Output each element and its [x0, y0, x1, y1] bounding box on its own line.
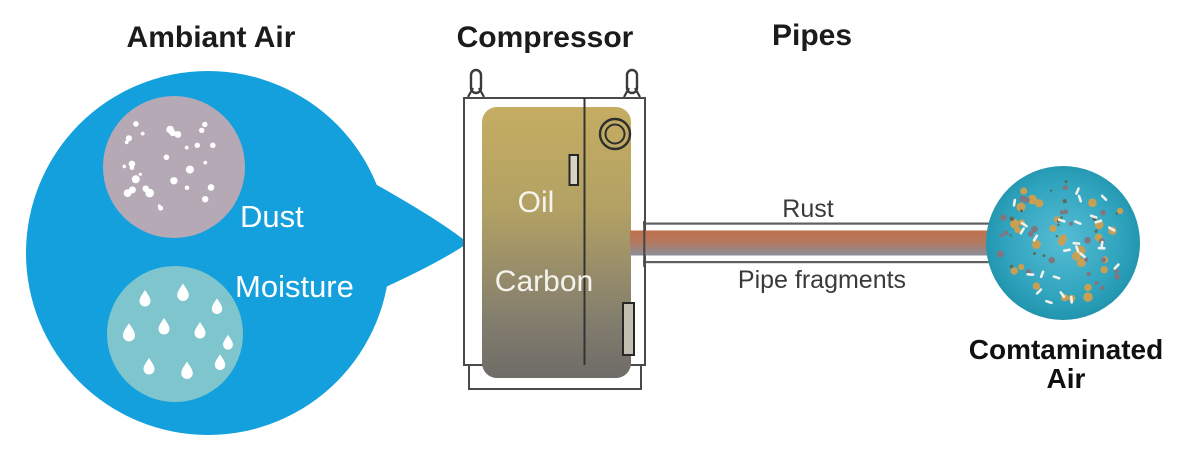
oil-label: Oil	[518, 186, 555, 219]
pipe-body	[630, 230, 1000, 256]
pipe-fragments-label: Pipe fragments	[738, 266, 906, 294]
rust-label: Rust	[782, 195, 833, 223]
door-handle	[568, 154, 579, 186]
compressor-panel	[482, 107, 631, 378]
contaminated-label-line1: Comtaminated	[969, 334, 1163, 365]
pipe-illustration: Rust Pipe fragments	[630, 195, 1000, 294]
dust-particles-icon	[122, 121, 216, 211]
hook-icon-left	[467, 68, 485, 98]
ambient-air-bubble: Dust Moisture	[26, 71, 468, 435]
dust-circle	[103, 96, 245, 238]
contaminated-air: Comtaminated Air	[969, 166, 1163, 394]
contaminated-label-line2: Air	[1047, 363, 1086, 394]
dust-label: Dust	[240, 199, 304, 234]
water-droplet-icons	[122, 283, 233, 379]
vent-slot	[622, 302, 635, 356]
compressor-title: Compressor	[457, 21, 634, 54]
carbon-label: Carbon	[495, 265, 593, 298]
hook-icon-right	[623, 68, 641, 98]
moisture-label: Moisture	[235, 269, 354, 304]
compressor-illustration: Oil Carbon	[463, 68, 646, 390]
pipe-top-line	[643, 222, 1000, 225]
compressor-right-edge	[643, 221, 646, 267]
pipe-bottom-line	[643, 261, 1000, 264]
ambient-air-title: Ambiant Air	[127, 21, 296, 54]
pipes-title: Pipes	[772, 19, 852, 52]
contamination-particles-icon	[996, 180, 1124, 305]
gauge-icon	[598, 117, 632, 151]
